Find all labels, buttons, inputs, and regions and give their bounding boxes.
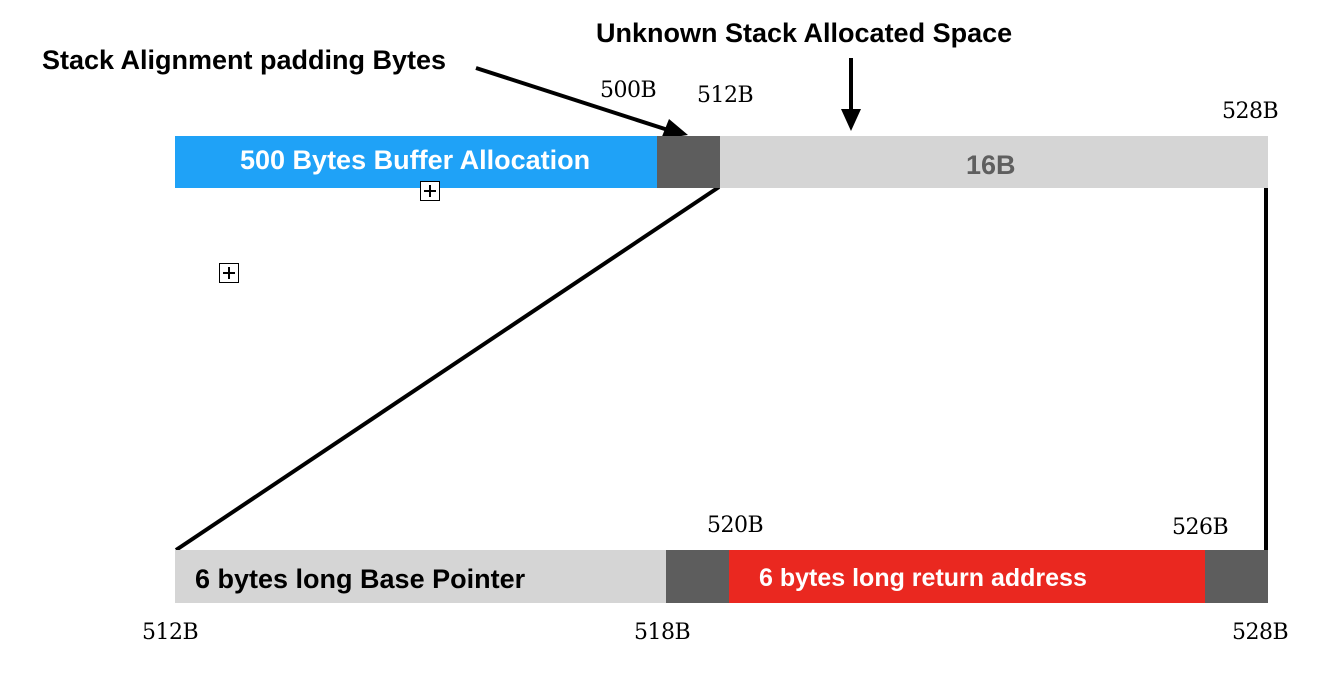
unknown-space-annotation: Unknown Stack Allocated Space [596,18,1013,48]
mark-bottom-512: 512B [142,620,199,645]
expand-handle-icon[interactable] [219,263,239,283]
mark-top-528: 528B [1222,99,1279,124]
mark-bottom-518: 518B [634,620,691,645]
padding-segment [657,136,720,188]
arrow-to-padding-head [661,119,688,139]
return-address-label: 6 bytes long return address [759,564,1087,592]
mark-bottom-520: 520B [707,513,764,538]
buffer-label: 500 Bytes Buffer Allocation [240,145,591,175]
mark-top-512: 512B [697,83,754,108]
mark-bottom-526: 526B [1172,515,1229,540]
arrow-to-unknown-head [841,109,861,131]
unknown-space-label: 16B [966,150,1016,180]
zoom-line-left [174,185,721,552]
mark-bottom-528: 528B [1232,620,1289,645]
unknown-space-segment [720,136,1268,188]
base-pointer-segment [175,550,666,603]
padding-segment-bottom-left [666,550,729,603]
arrow-to-padding-line [475,66,669,132]
expand-handle-icon[interactable] [420,181,440,201]
mark-top-500: 500B [600,78,657,103]
return-address-segment [729,550,1205,603]
padding-segment-bottom-right [1205,550,1268,603]
alignment-padding-annotation: Stack Alignment padding Bytes [42,45,447,75]
base-pointer-label: 6 bytes long Base Pointer [195,564,526,594]
buffer-segment [175,136,657,188]
